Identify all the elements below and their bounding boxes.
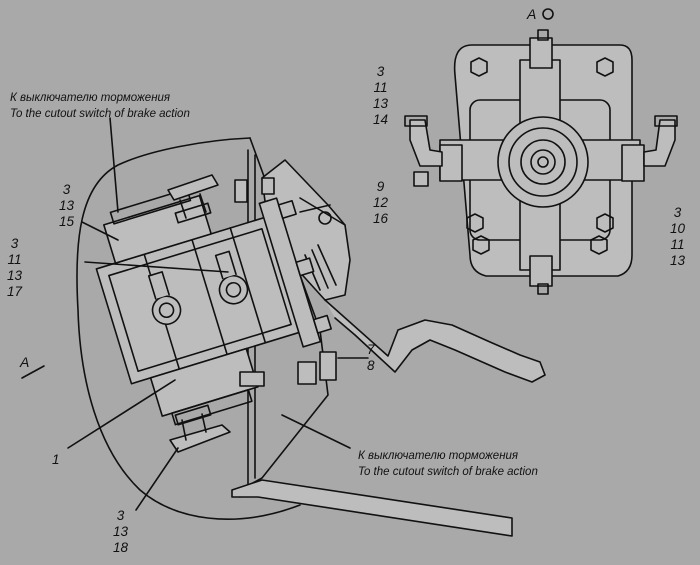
leader-3-13-18 xyxy=(135,447,179,511)
callout-num: 3 xyxy=(62,182,71,197)
view-a-drawing xyxy=(404,8,678,295)
pedal-pivot xyxy=(318,211,332,225)
callout-num: 17 xyxy=(7,284,23,299)
callout-num: 18 xyxy=(113,540,129,555)
callout-num: 11 xyxy=(7,252,22,267)
section-label-a: А xyxy=(20,354,30,370)
leader-3-13-15 xyxy=(81,221,119,241)
callout-3-11-13-14: 3 11 13 14 xyxy=(373,64,388,128)
brake-valve-body xyxy=(95,188,332,426)
top-caption-en: To the cutout switch of brake action xyxy=(10,108,190,120)
callout-num: 14 xyxy=(373,112,389,127)
mounting-area-outline xyxy=(76,137,301,520)
leader-bottom-caption xyxy=(281,414,351,449)
callout-num: 13 xyxy=(373,96,389,111)
callout-num: 13 xyxy=(59,198,75,213)
callout-1: 1 xyxy=(52,452,60,467)
callout-num: 13 xyxy=(113,524,129,539)
bottom-caption-en: To the cutout switch of brake action xyxy=(358,466,538,478)
callout-num: 3 xyxy=(376,64,385,79)
callout-7-8: 7 8 xyxy=(367,342,375,374)
callout-3-10-11-13: 3 10 11 13 xyxy=(670,205,685,269)
callout-num: 9 xyxy=(376,179,385,194)
callout-num: 12 xyxy=(373,195,389,210)
callout-num: 3 xyxy=(673,205,682,220)
callout-3-13-15: 3 13 15 xyxy=(59,182,74,230)
leader-1 xyxy=(67,379,176,449)
callout-num: 7 xyxy=(367,342,375,357)
view-a-center xyxy=(497,116,589,208)
right-elbow xyxy=(643,119,676,167)
callout-num: 3 xyxy=(116,508,125,523)
callout-num: 16 xyxy=(373,211,389,226)
lower-plunger xyxy=(169,404,231,453)
leader-3-11-13-17 xyxy=(84,261,229,273)
callout-num: 13 xyxy=(7,268,23,283)
view-label-a: А xyxy=(527,6,537,22)
callout-num: 11 xyxy=(670,237,685,252)
pedal-arm xyxy=(324,299,546,383)
view-a-marker xyxy=(542,8,554,20)
callout-num: 15 xyxy=(59,214,75,229)
leader-view-a xyxy=(21,365,45,379)
bottom-caption-ru: К выключателю торможения xyxy=(358,450,519,462)
callout-num: 3 xyxy=(10,236,19,251)
callout-num: 8 xyxy=(367,358,375,373)
callout-num: 10 xyxy=(670,221,686,236)
leader-top-caption xyxy=(109,117,119,213)
left-elbow xyxy=(409,119,443,167)
callout-3-11-13-17: 3 11 13 17 xyxy=(7,236,22,300)
upper-plunger xyxy=(167,174,219,224)
callout-9-12-16: 9 12 16 xyxy=(373,179,388,227)
callout-num: 13 xyxy=(670,253,686,268)
plug xyxy=(413,171,429,187)
top-caption-ru: К выключателю торможения xyxy=(10,92,171,104)
callout-3-13-18: 3 13 18 xyxy=(113,508,128,556)
callout-num: 11 xyxy=(373,80,388,95)
floor-plate xyxy=(231,479,513,537)
